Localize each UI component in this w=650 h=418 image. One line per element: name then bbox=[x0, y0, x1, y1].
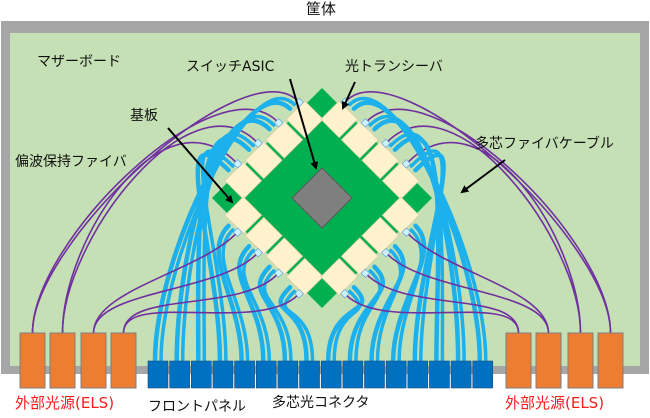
multicore-connector bbox=[255, 360, 277, 389]
multicore-fiber bbox=[375, 248, 403, 363]
external-light-source bbox=[110, 332, 137, 389]
multicore-connector-label: 多芯光コネクタ bbox=[272, 395, 370, 411]
arrow-switch-asic bbox=[289, 78, 319, 170]
els-left-label: 外部光源(ELS) bbox=[15, 394, 115, 412]
motherboard-label: マザーボード bbox=[37, 54, 121, 70]
els-right-label: 外部光源(ELS) bbox=[505, 394, 605, 412]
fiber-connector bbox=[401, 159, 412, 169]
optical-transceiver bbox=[361, 141, 400, 180]
switch-asic bbox=[291, 167, 353, 229]
external-light-source bbox=[49, 332, 76, 389]
optical-transceiver bbox=[265, 237, 304, 276]
optical-transceiver bbox=[244, 216, 283, 255]
transceivers bbox=[224, 97, 420, 299]
external-light-source bbox=[80, 332, 107, 389]
optical-transceiver bbox=[244, 141, 283, 180]
multicore-fiber-cable-label: 多芯ファイバケーブル bbox=[475, 136, 614, 152]
pm-fiber bbox=[345, 91, 612, 334]
fiber-connector bbox=[273, 118, 284, 128]
pm-fiber bbox=[366, 274, 520, 334]
multicore-connector bbox=[191, 360, 212, 389]
multicore-connector bbox=[407, 360, 429, 389]
pm-fiber bbox=[122, 294, 299, 334]
multicore-connectors bbox=[147, 360, 494, 389]
multicore-fiber bbox=[283, 289, 315, 363]
fiber-connector bbox=[381, 138, 391, 149]
optical-transceiver bbox=[340, 120, 379, 159]
fiber-connector bbox=[232, 227, 243, 237]
optical-transceiver bbox=[340, 237, 379, 276]
multicore-fiber bbox=[397, 228, 423, 363]
fiber-connector bbox=[360, 118, 371, 128]
fiber-connector bbox=[253, 247, 263, 258]
arrow-fiber-cable bbox=[460, 159, 506, 194]
fiber-connector bbox=[340, 288, 350, 299]
fiber-connector bbox=[401, 227, 412, 237]
external-light-source bbox=[535, 332, 562, 389]
multicore-connector bbox=[472, 360, 494, 389]
multicore-fiber bbox=[348, 96, 488, 363]
optical-transceiver bbox=[320, 257, 359, 296]
optical-transceiver bbox=[265, 120, 304, 159]
external-light-sources bbox=[19, 332, 624, 389]
pm-fiber bbox=[31, 91, 299, 334]
multicore-fiber bbox=[262, 269, 293, 363]
optical-transceiver bbox=[361, 216, 400, 255]
multicore-connector bbox=[147, 360, 169, 389]
fiber-connector bbox=[360, 268, 371, 278]
fiber-connector bbox=[253, 138, 263, 149]
multicore-connector bbox=[169, 360, 190, 389]
multicore-connector bbox=[450, 360, 472, 389]
multicore-connector bbox=[320, 360, 342, 389]
pm-fiber bbox=[386, 125, 582, 334]
pm-fiber bbox=[92, 233, 237, 334]
pm-fiber bbox=[386, 253, 550, 334]
pm-fiber bbox=[407, 233, 550, 334]
multicore-connector bbox=[364, 360, 385, 389]
multicore-fiber bbox=[242, 248, 272, 363]
pm-fiber-label: 偏波保持ファイバ bbox=[15, 154, 127, 170]
chassis-label: 筐体 bbox=[306, 0, 337, 18]
fiber-connector bbox=[273, 268, 284, 278]
multicore-fiber bbox=[257, 264, 288, 364]
fiber-connector bbox=[294, 288, 304, 299]
fiber-connector bbox=[381, 247, 391, 258]
multicore-connector bbox=[212, 360, 234, 389]
multicore-fiber bbox=[354, 269, 382, 363]
optical-transceiver bbox=[320, 100, 359, 139]
multicore-fiber bbox=[325, 285, 365, 364]
external-light-source bbox=[19, 332, 46, 389]
optical-transceiver bbox=[381, 196, 420, 235]
multicore-connector bbox=[429, 360, 450, 389]
arrow-transceiver bbox=[341, 81, 356, 110]
optical-transceiver bbox=[285, 257, 324, 296]
multicore-connector bbox=[277, 360, 299, 389]
external-light-source bbox=[597, 332, 624, 389]
transceiver-label: 光トランシーバ bbox=[345, 59, 443, 75]
pm-fiber bbox=[345, 294, 520, 334]
front-panel-label: フロントパネル bbox=[148, 399, 246, 415]
arrow-substrate bbox=[167, 127, 234, 204]
external-light-source bbox=[567, 332, 594, 389]
substrate-label: 基板 bbox=[130, 108, 158, 124]
multicore-fiber bbox=[347, 264, 386, 364]
pm-fiber bbox=[92, 253, 258, 334]
fiber-connector bbox=[232, 159, 243, 169]
multicore-connector bbox=[299, 360, 320, 389]
multicore-connector bbox=[234, 360, 255, 389]
multicore-fiber bbox=[332, 289, 362, 363]
pm-fiber bbox=[122, 274, 278, 334]
multicore-fiber bbox=[216, 223, 244, 364]
multicore-fiber bbox=[221, 228, 250, 363]
multicore-connector bbox=[342, 360, 364, 389]
fibers bbox=[31, 91, 612, 364]
multicore-connector bbox=[385, 360, 407, 389]
external-light-source bbox=[505, 332, 532, 389]
switch-asic-label: スイッチASIC bbox=[186, 59, 275, 75]
pm-fiber bbox=[61, 125, 258, 334]
optical-transceiver bbox=[285, 100, 324, 139]
optical-transceiver bbox=[224, 196, 263, 235]
multicore-fiber bbox=[152, 100, 293, 364]
